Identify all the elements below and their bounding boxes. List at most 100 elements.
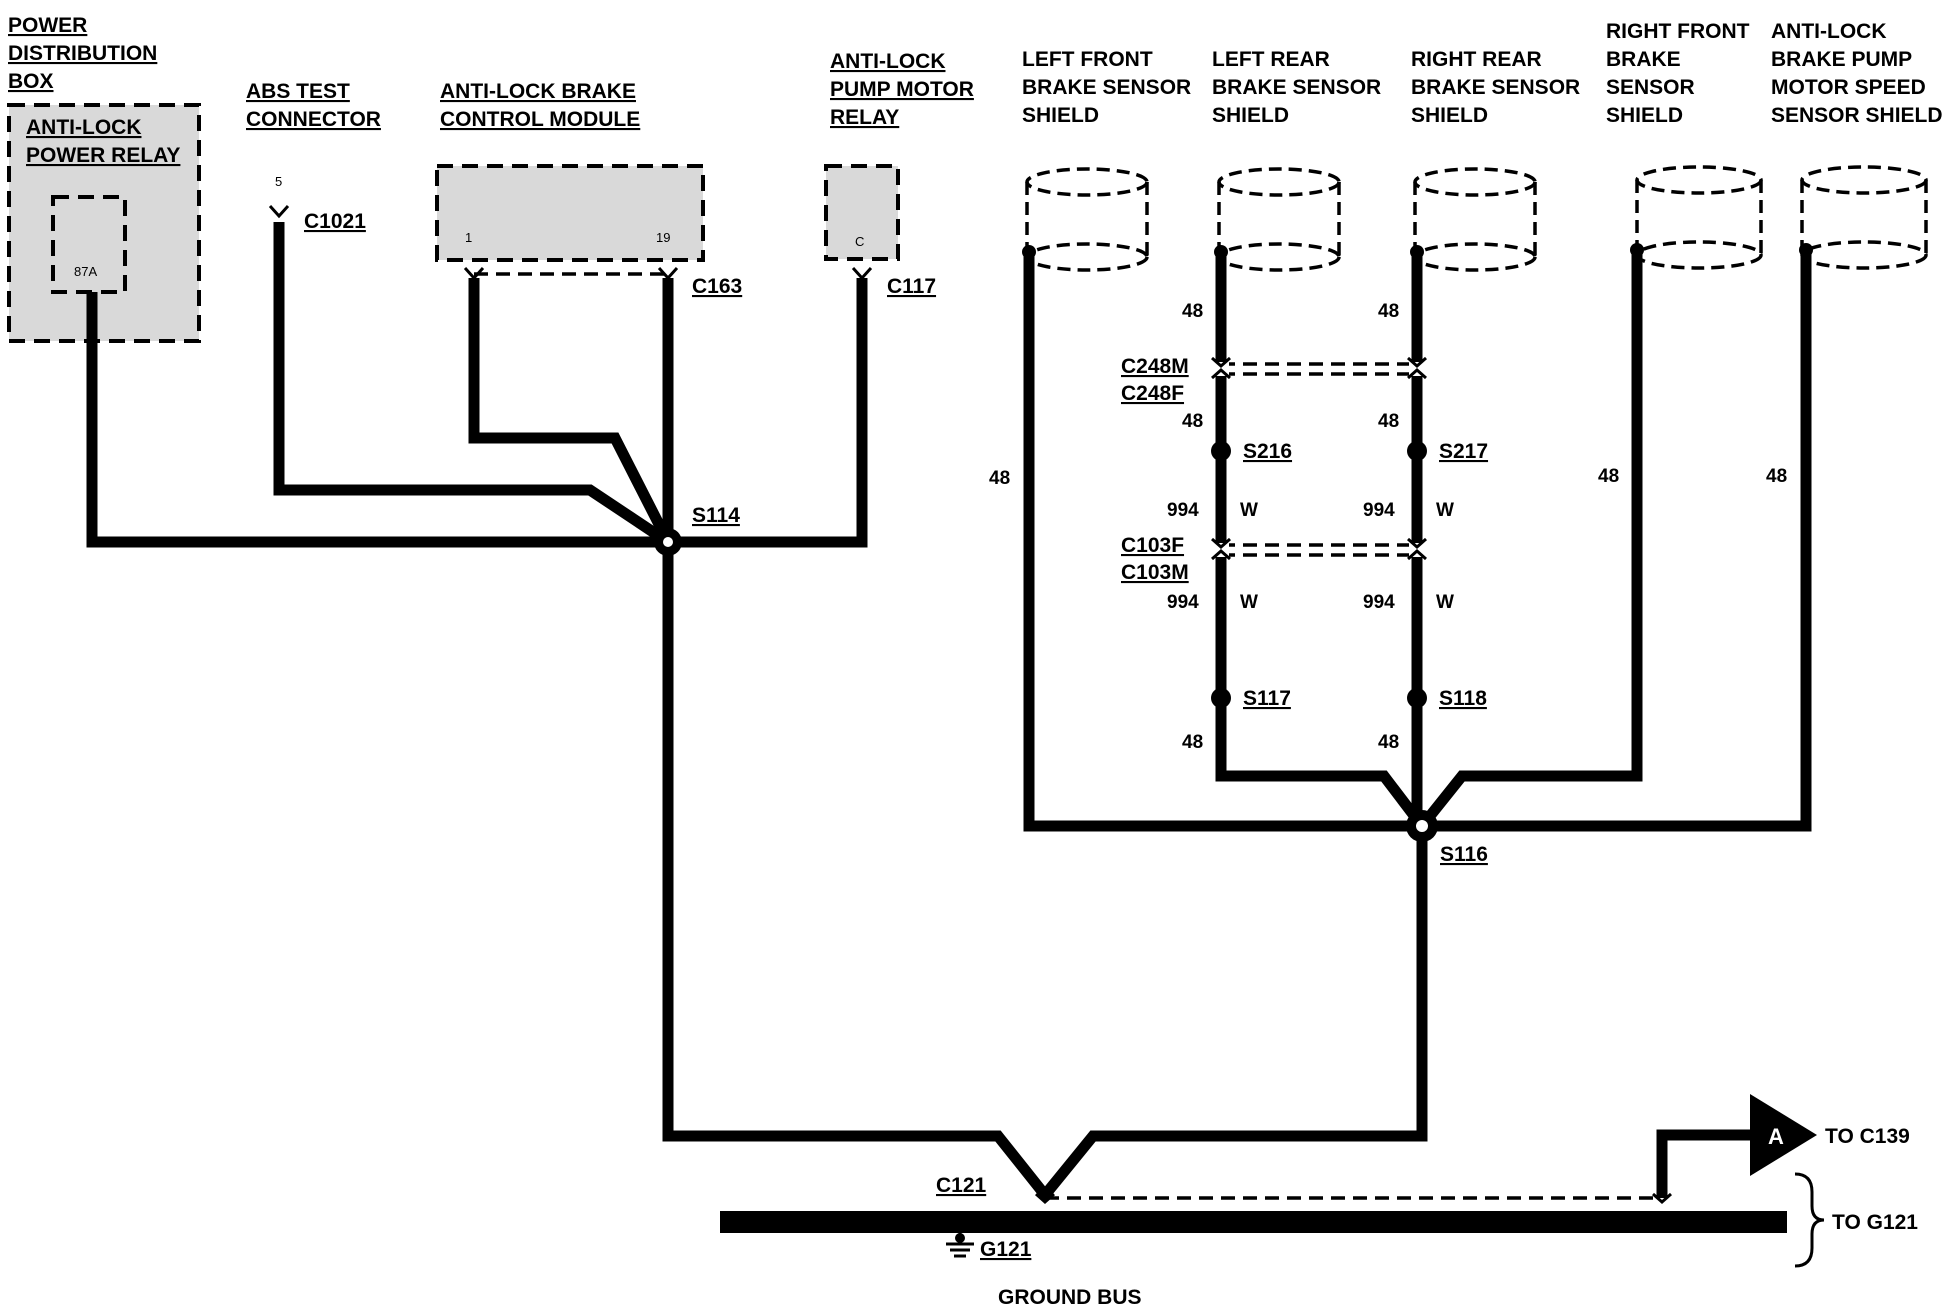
svg-text:SHIELD: SHIELD <box>1411 104 1488 127</box>
c121-label: C121 <box>936 1174 987 1197</box>
lr-circuit-48-b: 48 <box>1182 411 1203 432</box>
s118-splice-icon <box>1407 688 1427 708</box>
module-pin-left: 1 <box>465 230 472 245</box>
rr-color-w-b: W <box>1436 592 1454 613</box>
svg-text:C1021: C1021 <box>304 210 366 233</box>
to-c139-label: TO C139 <box>1825 1125 1910 1148</box>
rr-shield-line1: RIGHT REAR <box>1411 48 1542 71</box>
svg-text:ANTI-LOCK: ANTI-LOCK <box>26 116 141 139</box>
pump-relay-pin: C <box>855 234 864 249</box>
pump-shield-icon <box>1800 165 1928 270</box>
g121-label: G121 <box>980 1238 1032 1261</box>
wire-pump-shield <box>1422 250 1812 832</box>
wire-lr-shield <box>1215 252 1427 830</box>
lf-shield-line3: SHIELD <box>1022 104 1099 127</box>
svg-text:W: W <box>1436 500 1454 521</box>
c103-rr-chevron-icon <box>1407 537 1427 561</box>
abs-test-line2: CONNECTOR <box>246 108 381 131</box>
svg-text:SHIELD: SHIELD <box>1212 104 1289 127</box>
lr-circuit-994-a: 994 <box>1167 500 1199 521</box>
c1021-chevron-icon <box>268 204 290 219</box>
svg-text:POWER RELAY: POWER RELAY <box>26 144 180 167</box>
svg-text:5: 5 <box>275 174 282 189</box>
svg-text:1: 1 <box>465 230 472 245</box>
module-pin-right: 19 <box>656 230 670 245</box>
lr-shield-line1: LEFT REAR <box>1212 48 1330 71</box>
pdb-title-line3: BOX <box>8 70 54 93</box>
lr-color-w-b: W <box>1240 592 1258 613</box>
c139-branch-chevron-icon <box>1652 1192 1672 1205</box>
module-line1: ANTI-LOCK BRAKE <box>440 80 636 103</box>
svg-text:W: W <box>1240 500 1258 521</box>
svg-text:48: 48 <box>989 468 1010 489</box>
pump-relay-connector-id: C117 <box>887 275 936 298</box>
arrow-letter: A <box>1768 1124 1784 1149</box>
lr-shield-icon <box>1217 167 1341 272</box>
wire-to-c139 <box>1656 1129 1757 1198</box>
c163-pin19-chevron-icon <box>657 266 679 281</box>
wire-pump-relay <box>668 278 868 548</box>
right-side-labels: 48 48 C248M C248F 48 48 S216 S217 994 W … <box>989 301 1787 866</box>
lf-shield-line2: BRAKE SENSOR <box>1022 76 1191 99</box>
svg-text:W: W <box>1436 592 1454 613</box>
svg-text:S217: S217 <box>1439 440 1488 463</box>
svg-text:RIGHT REAR: RIGHT REAR <box>1411 48 1542 71</box>
abs-test-line1: ABS TEST <box>246 80 350 103</box>
svg-text:994: 994 <box>1363 592 1395 613</box>
svg-text:MOTOR SPEED: MOTOR SPEED <box>1771 76 1926 99</box>
svg-text:POWER: POWER <box>8 14 87 37</box>
svg-text:BRAKE SENSOR: BRAKE SENSOR <box>1212 76 1381 99</box>
svg-text:C163: C163 <box>692 275 742 298</box>
left-wiring: S114 <box>86 204 1428 1204</box>
rr-shield-line3: SHIELD <box>1411 104 1488 127</box>
svg-text:PUMP MOTOR: PUMP MOTOR <box>830 78 974 101</box>
lr-color-w-a: W <box>1240 500 1258 521</box>
pump-relay-line1: ANTI-LOCK <box>830 50 945 73</box>
lr-circuit-48-a: 48 <box>1182 301 1203 322</box>
s216-splice-icon <box>1211 441 1231 461</box>
s114-label: S114 <box>692 504 740 527</box>
pump-circuit-48: 48 <box>1766 466 1787 487</box>
svg-text:DISTRIBUTION: DISTRIBUTION <box>8 42 157 65</box>
pump-motor-relay: ANTI-LOCK PUMP MOTOR RELAY C C117 <box>824 50 974 298</box>
pump-relay-box <box>824 164 900 261</box>
right-wiring <box>1022 243 1813 842</box>
wire-power-relay <box>86 292 668 548</box>
svg-text:TO G121: TO G121 <box>1832 1211 1918 1234</box>
svg-text:994: 994 <box>1167 500 1199 521</box>
c248-rr-chevron-icon <box>1407 356 1427 380</box>
s118-label: S118 <box>1439 687 1487 710</box>
power-relay-box <box>51 195 127 294</box>
abs-test-connector: ABS TEST CONNECTOR 5 C1021 <box>246 80 381 233</box>
module-line2: CONTROL MODULE <box>440 108 640 131</box>
svg-text:BRAKE SENSOR: BRAKE SENSOR <box>1022 76 1191 99</box>
to-g121-label: TO G121 <box>1832 1211 1918 1234</box>
svg-text:CONTROL MODULE: CONTROL MODULE <box>440 108 640 131</box>
c103-lr-chevron-icon <box>1211 537 1231 561</box>
power-distribution-box: POWER DISTRIBUTION BOX ANTI-LOCK POWER R… <box>7 14 201 343</box>
svg-text:SHIELD: SHIELD <box>1606 104 1683 127</box>
svg-text:48: 48 <box>1182 301 1203 322</box>
connector-a-arrow-icon <box>1750 1094 1817 1176</box>
svg-text:S114: S114 <box>692 504 740 527</box>
svg-text:SHIELD: SHIELD <box>1022 104 1099 127</box>
lf-shield-icon <box>1025 167 1149 272</box>
lr-circuit-994-b: 994 <box>1167 592 1199 613</box>
rr-circuit-48-b: 48 <box>1378 411 1399 432</box>
svg-text:C117: C117 <box>887 275 936 298</box>
svg-text:TO C139: TO C139 <box>1825 1125 1910 1148</box>
power-relay-line2: POWER RELAY <box>26 144 180 167</box>
svg-text:C248M: C248M <box>1121 355 1189 378</box>
svg-text:C103M: C103M <box>1121 561 1189 584</box>
rf-circuit-48: 48 <box>1598 466 1619 487</box>
svg-text:A: A <box>1768 1124 1784 1149</box>
svg-text:C: C <box>855 234 864 249</box>
svg-text:48: 48 <box>1378 301 1399 322</box>
svg-text:S118: S118 <box>1439 687 1487 710</box>
svg-text:ABS TEST: ABS TEST <box>246 80 350 103</box>
svg-text:87A: 87A <box>74 264 97 279</box>
lf-circuit-48: 48 <box>989 468 1010 489</box>
svg-text:ANTI-LOCK: ANTI-LOCK <box>830 50 945 73</box>
rr-shield-icon <box>1413 167 1537 272</box>
